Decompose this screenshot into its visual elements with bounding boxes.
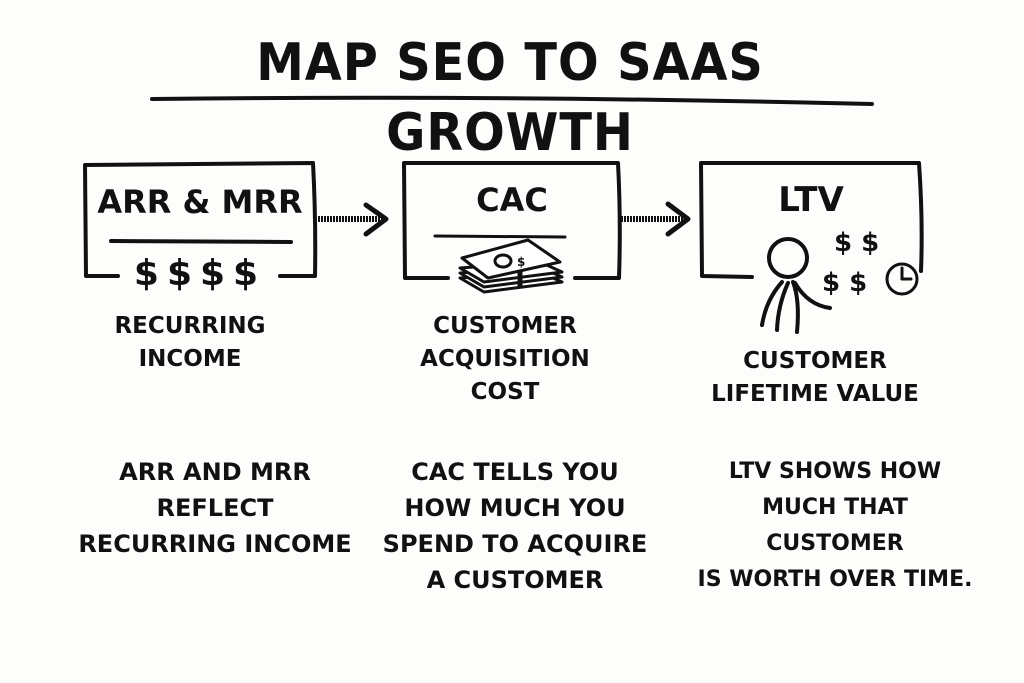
svg-text:$: $	[517, 255, 525, 269]
label-cac: CUSTOMER ACQUISITION COST	[390, 310, 620, 409]
box-cac	[402, 161, 622, 280]
divider-cac	[433, 234, 567, 239]
description-ltv: LTV SHOWS HOW MUCH THAT CUSTOMER IS WORT…	[690, 454, 980, 598]
label-line: CUSTOMER	[433, 313, 577, 339]
description-line: HOW MUCH YOU	[404, 494, 626, 522]
description-line: LTV SHOWS HOW	[728, 459, 942, 484]
diagram-title: MAP SEO TO SAAS GROWTH	[256, 33, 764, 163]
label-line: ACQUISITION	[420, 346, 590, 372]
description-line: IS WORTH OVER TIME.	[697, 567, 973, 592]
box-arr-mrr	[83, 161, 318, 278]
person-icon	[760, 237, 832, 334]
label-line: LIFETIME VALUE	[711, 381, 919, 407]
box-title-arr-mrr: ARR & MRR	[97, 183, 303, 221]
description-line: ARR AND MRR	[119, 458, 311, 486]
description-line: SPEND TO ACQUIRE	[382, 530, 648, 558]
description-line: RECURRING INCOME	[78, 530, 352, 558]
clock-icon	[885, 262, 919, 296]
label-line: COST	[470, 379, 540, 405]
label-ltv: CUSTOMER LIFETIME VALUE	[690, 345, 940, 411]
description-line: MUCH THAT CUSTOMER	[762, 495, 908, 556]
description-arr-mrr: ARR AND MRR REFLECT RECURRING INCOME	[70, 454, 360, 562]
arrow-arr-to-cac	[318, 202, 389, 237]
description-line: A CUSTOMER	[426, 566, 604, 594]
description-cac: CAC TELLS YOU HOW MUCH YOU SPEND TO ACQU…	[375, 454, 655, 598]
ltv-dollars-top: $ $	[834, 228, 880, 258]
label-line: RECURRING	[114, 313, 266, 339]
box-ltv	[699, 161, 924, 279]
label-line: INCOME	[138, 346, 242, 372]
description-line: CAC TELLS YOU	[411, 458, 619, 486]
label-line: CUSTOMER	[743, 348, 887, 374]
label-arr-mrr: RECURRING INCOME	[80, 310, 300, 376]
money-stack-icon: $	[458, 238, 564, 294]
arrow-cac-to-ltv	[621, 201, 691, 237]
ltv-dollars-bottom: $ $	[822, 268, 868, 298]
box-title-ltv: LTV	[778, 180, 844, 220]
title-underline	[150, 95, 874, 106]
dollar-signs-icon: $$$$	[133, 253, 267, 294]
divider-arr-mrr	[109, 239, 293, 244]
description-line: REFLECT	[156, 494, 274, 522]
box-title-cac: CAC	[476, 181, 548, 219]
